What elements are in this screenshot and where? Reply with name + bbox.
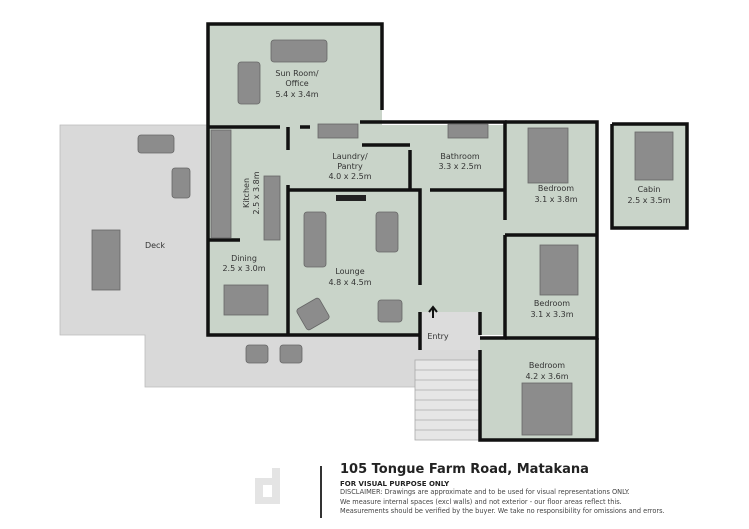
room-entry xyxy=(420,312,480,350)
dining-label: Dining xyxy=(231,254,257,263)
armchair-icon xyxy=(237,61,261,105)
fireplace-icon xyxy=(336,195,366,201)
armchair-icon xyxy=(296,297,330,331)
laundry-size: 4.0 x 2.5m xyxy=(328,172,371,181)
bed-icon xyxy=(527,127,569,184)
bathroom-size: 3.3 x 2.5m xyxy=(438,162,481,171)
sofa-icon xyxy=(375,211,399,253)
bathroom-label: Bathroom xyxy=(440,152,480,161)
cabin-label: Cabin xyxy=(638,185,661,194)
lounge-size: 4.8 x 4.5m xyxy=(328,278,371,287)
sunroom-size: 5.4 x 3.4m xyxy=(275,90,318,99)
sunroom-label: Sun Room/ xyxy=(275,69,319,78)
bedroom3-size: 4.2 x 3.6m xyxy=(525,372,568,381)
entry-stairs xyxy=(414,359,481,441)
laundry-label: Laundry/ xyxy=(332,152,368,161)
bedroom3-label: Bedroom xyxy=(529,361,565,370)
entry-label: Entry xyxy=(427,332,449,341)
divider xyxy=(320,466,322,518)
disclaimer-line-1: DISCLAIMER: Drawings are approximate and… xyxy=(340,488,630,496)
kitchen-bench-icon xyxy=(263,175,281,241)
visual-purpose-note: FOR VISUAL PURPOSE ONLY xyxy=(340,480,450,488)
walls xyxy=(206,22,689,442)
disclaimer-line-3: Measurements should be verified by the b… xyxy=(340,507,665,515)
property-address: 105 Tongue Farm Road, Matakana xyxy=(340,462,589,477)
dining-table-icon xyxy=(223,284,269,316)
sofa-icon xyxy=(270,39,328,63)
outdoor-chair-icon xyxy=(245,344,269,364)
bedroom1-label: Bedroom xyxy=(538,184,574,193)
armchair-icon xyxy=(377,299,403,323)
kitchen-label: Kitchen xyxy=(242,178,251,208)
bedroom1-size: 3.1 x 3.8m xyxy=(534,195,577,204)
outdoor-sofa-icon xyxy=(137,134,175,154)
bed-icon xyxy=(634,131,674,181)
bedroom2-size: 3.1 x 3.3m xyxy=(530,310,573,319)
title-block: 105 Tongue Farm Road, Matakana FOR VISUA… xyxy=(340,462,665,517)
furniture xyxy=(91,39,674,436)
kitchen-counter-icon xyxy=(210,129,232,239)
outdoor-dining-icon xyxy=(91,229,121,291)
outdoor-chair-icon xyxy=(279,344,303,364)
entry-arrow-icon xyxy=(428,305,438,318)
rooms xyxy=(208,24,687,440)
bed-icon xyxy=(539,244,579,296)
bed-icon xyxy=(521,382,573,436)
kitchen-size: 2.5 x 3.8m xyxy=(252,171,261,214)
outdoor-chair-icon xyxy=(171,167,191,199)
lounge-label: Lounge xyxy=(335,267,364,276)
company-logo xyxy=(255,468,280,504)
laundry-label-2: Pantry xyxy=(337,162,363,171)
laundry-tub-icon xyxy=(317,123,359,139)
vanity-icon xyxy=(447,123,489,139)
sofa-icon xyxy=(303,211,327,268)
cabin-size: 2.5 x 3.5m xyxy=(627,196,670,205)
sunroom-label-2: Office xyxy=(285,79,308,88)
deck-label: Deck xyxy=(145,241,165,250)
dining-size: 2.5 x 3.0m xyxy=(222,264,265,273)
disclaimer-line-2: We measure internal spaces (excl walls) … xyxy=(340,497,622,506)
bedroom2-label: Bedroom xyxy=(534,299,570,308)
